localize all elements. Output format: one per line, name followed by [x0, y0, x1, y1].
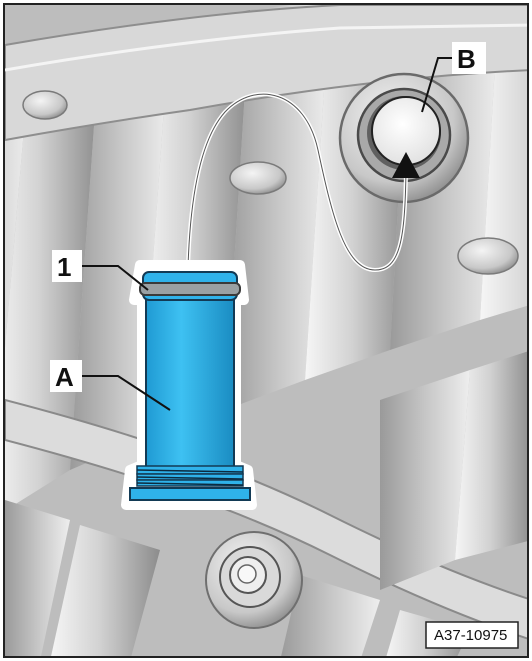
leader-lines — [82, 57, 452, 411]
lower-pockets — [5, 351, 527, 656]
tool-thread — [129, 465, 251, 501]
retaining-cord-outline — [187, 93, 407, 271]
rib-bosses — [22, 90, 519, 275]
insertion-arrow-icon — [392, 152, 420, 178]
reference-code: A37-10975 — [434, 627, 507, 644]
figure-frame — [3, 3, 529, 658]
bore-b — [338, 72, 470, 204]
tool-a — [121, 260, 257, 510]
svg-text:1: 1 — [57, 252, 71, 282]
bolt-boss — [205, 531, 303, 629]
callout-1: 1 — [52, 250, 82, 282]
svg-text:A: A — [55, 362, 74, 392]
callout-a: A — [50, 360, 82, 392]
callout-b: B — [452, 42, 486, 74]
seal-ring-part-1 — [139, 282, 241, 296]
tool-body — [145, 297, 235, 469]
svg-text:B: B — [457, 44, 476, 74]
reference-code-box: A37-10975 — [425, 621, 519, 649]
